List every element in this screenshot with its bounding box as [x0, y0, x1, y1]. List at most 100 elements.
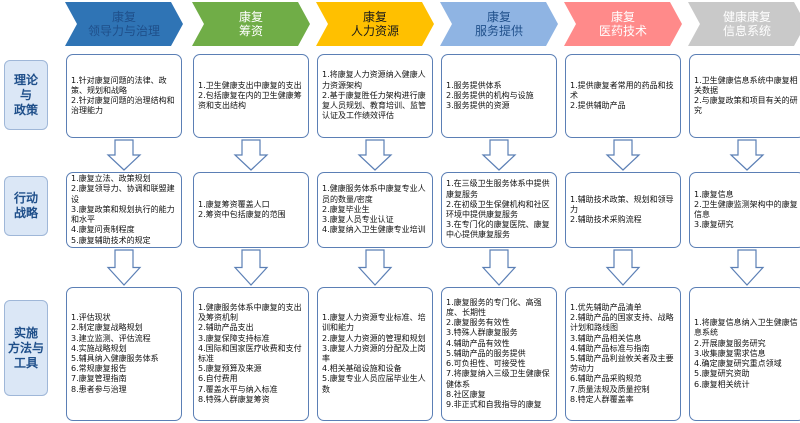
cell-item: 2.与康复政策和项目有关的研究 — [694, 96, 798, 116]
cell-item: 3.康复人员专业认证 — [322, 215, 394, 225]
cell-item: 5.康复辅助技术的规定 — [71, 235, 151, 245]
cell-item: 6.辅助产品采购规范 — [570, 374, 642, 384]
cell-item: 5.康复研究资助 — [694, 369, 750, 379]
column-header-bottom: 领导力与治理 — [87, 24, 160, 38]
down-arrow-icon — [106, 139, 142, 171]
cell-item: 1.康复人力资源专业标准、培训和能力 — [322, 313, 426, 333]
column-header-top: 康复 — [486, 10, 511, 24]
chevron-shape — [688, 2, 800, 46]
cell-item: 4.国际和国家医疗收费和支付标准 — [198, 343, 302, 363]
cell-item: 2.卫生健康监测架构中的康复信息 — [694, 199, 798, 219]
cell-item: 2.辅助产品的国家支持、战略计划和路线图 — [570, 313, 674, 333]
row-label-3: 实施 方法与 工具 — [4, 300, 48, 396]
row-label-1: 理论 与 政策 — [4, 60, 48, 130]
cell-item: 1.健康服务体系中康复专业人员的数量/密度 — [322, 184, 426, 204]
cell-item: 3.康复保障支持标准 — [198, 333, 270, 343]
cell-item: 6.常规康复报告 — [71, 364, 127, 374]
row-label-2: 行动 战略 — [4, 176, 48, 236]
cell-item: 2.康复领导力、协调和联盟建设 — [71, 184, 175, 204]
cell-item: 1.辅助技术政策、规划和领导力 — [570, 194, 674, 214]
cell-item: 2.提供辅助产品 — [570, 101, 626, 111]
cell-item: 1.卫生健康支出中康复的支出 — [198, 80, 302, 90]
cell-item: 3.辅助产品相关信息 — [570, 333, 642, 343]
cell-item: 2.康复人力资源的管理和规划 — [322, 333, 426, 343]
cell-item: 1.提供康复者常用的药品和技术 — [570, 80, 674, 100]
column-header-top: 健康康复 — [722, 10, 771, 24]
chevron-shape — [316, 2, 434, 46]
column-header-top: 康复 — [238, 10, 263, 24]
column-header-top: 康复 — [362, 10, 387, 24]
down-arrow-icon — [481, 139, 517, 171]
cell-item: 7.质量法规及质量控制 — [570, 384, 650, 394]
cell-item: 5.康复专业人员应届毕业生人数 — [322, 374, 426, 394]
cell-item: 1.将康复人力资源纳入健康人力资源架构 — [322, 70, 426, 90]
cell-item: 5.辅具纳入健康服务体系 — [71, 354, 159, 363]
cell-item: 6.可负担性、可接受性 — [446, 359, 526, 369]
cell-item: 3.康复政策和规划执行的能力和水平 — [71, 204, 175, 225]
cell-item: 2.康复毕业生 — [322, 204, 370, 214]
cell-item: 6.康复相关统计 — [694, 379, 750, 389]
cell-item: 3.服务提供的资源 — [446, 101, 510, 111]
column-header-1: 康复领导力与治理 — [65, 2, 183, 46]
chevron-shape — [440, 2, 558, 46]
cell-item: 1.服务提供体系 — [446, 80, 502, 90]
cell-item: 8.社区康复 — [446, 389, 486, 399]
cell-item: 1.康复筹资覆盖人口 — [198, 199, 270, 209]
cell-item: 2.辅助技术采购流程 — [570, 215, 642, 225]
cell-item: 4.辅助产品有效性 — [446, 338, 510, 348]
cell-item: 2.筹资中包括康复的范围 — [198, 210, 286, 219]
cell-item: 5.康复预算及来源 — [198, 364, 262, 374]
cell-item: 5.辅助产品利益攸关者及主要劳动力 — [570, 354, 674, 374]
chevron-shape — [564, 2, 682, 46]
column-header-bottom: 人力资源 — [350, 24, 399, 38]
cell-item: 1.康复信息 — [694, 189, 734, 199]
cell-item: 1.在三级卫生服务体系中提供康复服务 — [446, 179, 550, 199]
column-header-bottom: 筹资 — [238, 24, 263, 38]
down-arrow-icon — [233, 139, 269, 171]
down-arrow-icon — [106, 249, 142, 286]
column-header-4: 康复服务提供 — [440, 2, 558, 46]
cell-item: 1.卫生健康信息系统中康复相关数据 — [694, 75, 798, 95]
column-header-5: 康复医药技术 — [564, 2, 682, 46]
cell-item: 8.特殊人群康复筹资 — [198, 394, 270, 404]
cell-item: 5.辅助产品的服务提供 — [446, 348, 526, 358]
column-header-bottom: 服务提供 — [474, 24, 523, 38]
cell-item: 2.辅助产品支出 — [198, 323, 254, 333]
cell-item: 4.相关基础设施和设备 — [322, 364, 402, 374]
column-header-3: 康复人力资源 — [316, 2, 434, 46]
cell-item: 2.在初级卫生保健机构和社区环境中提供康复服务 — [446, 199, 550, 219]
cell-item: 3.特殊人群康复服务 — [446, 328, 518, 338]
cell-item: 3.建立监测、评估流程 — [71, 333, 151, 343]
cell-item: 1.康复服务的专门化、高强度、长期性 — [446, 297, 542, 318]
cell-item: 9.非正式和自我指导的康复 — [446, 399, 542, 409]
cell-item: 6.自付费用 — [198, 374, 238, 384]
chevron-shape — [192, 2, 310, 46]
cell-item: 2.开展康复服务研究 — [694, 338, 766, 348]
down-arrow-icon — [233, 249, 269, 286]
cell-item: 2.包括康复在内的卫生健康筹资和支出结构 — [198, 90, 302, 111]
down-arrow-icon — [605, 139, 641, 171]
chevron-shape — [65, 2, 183, 46]
cell-item: 4.康复问责制程度 — [71, 225, 135, 235]
column-header-bottom: 医药技术 — [598, 24, 647, 38]
cell-item: 8.患者参与治理 — [71, 384, 127, 394]
cell-item: 1.针对康复问题的法律、政策、规划和战略 — [71, 75, 167, 95]
cell-item: 2.服务提供的机构与设施 — [446, 90, 534, 100]
cell-item: 1.康复立法、政策规划 — [71, 174, 151, 184]
cell-item: 2.康复服务有效性 — [446, 318, 510, 328]
